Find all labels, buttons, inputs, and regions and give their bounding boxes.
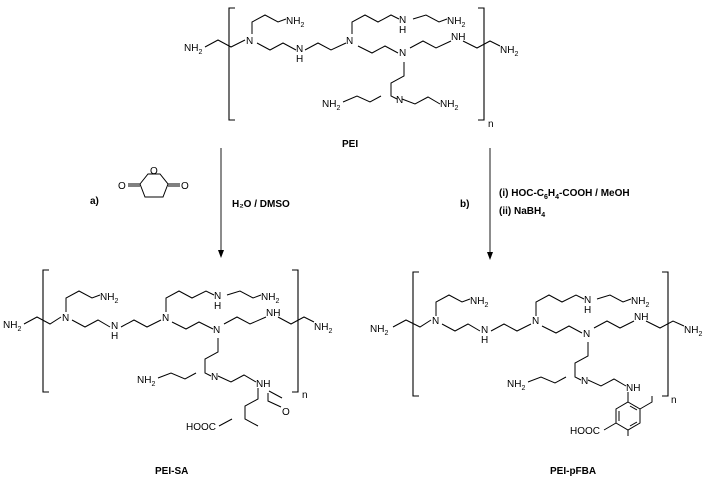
pei-sa-structure: NH2 N NH2 N H N N H NH2 N NH NH2 NH2 N N…: [3, 269, 332, 477]
pei-sa-n-4: N: [214, 291, 221, 302]
pei-sa-amide-nh: NH: [256, 379, 270, 390]
pei-nh2-right: NH2: [500, 45, 518, 58]
pei-sa-nh2-branch-2: NH2: [261, 292, 279, 305]
pei-pfba-nh2-right: NH2: [684, 325, 702, 338]
pei-n-1: N: [246, 36, 253, 47]
pei-left-bracket: [228, 7, 235, 121]
route-b-step-2: (ii) NaBH4: [499, 206, 545, 219]
pei-pfba-h-2: H: [481, 335, 488, 346]
pei-pfba-n-6: NH: [634, 312, 648, 323]
pei-pfba-repeat-n: n: [671, 395, 677, 406]
pei-sa-n-1: N: [62, 313, 69, 324]
pei-pfba-n-2: N: [481, 325, 488, 336]
pei-pfba-n-4: N: [584, 295, 591, 306]
route-b-label: b): [460, 199, 469, 210]
anhydride-o-right: O: [181, 181, 189, 192]
pei-pfba-structure: NH2 N NH2 N H N N H NH2 N NH NH2 NH2 N N…: [370, 271, 702, 477]
pei-sa-nh2-left: NH2: [3, 320, 21, 333]
pei-n-4: N: [399, 15, 406, 26]
pei-pfba-n-5: N: [583, 329, 590, 340]
route-b: b) (i) HOC-C6H4-COOH / MeOH (ii) NaBH4: [460, 188, 630, 219]
pei-sa-right-bracket: [292, 269, 299, 393]
pei-sa-repeat-n: n: [302, 390, 308, 401]
pei-sa-n-2: N: [111, 321, 118, 332]
pei-n-6: NH: [451, 32, 465, 43]
pei-n-3: N: [346, 36, 353, 47]
pei-sa-h-2: H: [111, 331, 118, 342]
reaction-arrows: [218, 148, 493, 260]
pei-right-bracket: [478, 7, 485, 121]
pei-pfba-n-1: N: [432, 316, 439, 327]
pei-sa-n-5: N: [213, 325, 220, 336]
pei-nh2-branch-2: NH2: [447, 16, 465, 29]
pei-sa-nh2-right: NH2: [314, 322, 332, 335]
pei-h-4: H: [399, 25, 406, 36]
route-b-step-1: (i) HOC-C6H4-COOH / MeOH: [499, 188, 630, 201]
pei-sa-nh2-branch-1: NH2: [100, 292, 118, 305]
pei-pfba-amine-nh: NH: [626, 383, 640, 394]
pei-nh2-branch-1: NH2: [286, 16, 304, 29]
pei-title: PEI: [342, 139, 358, 150]
succinic-anhydride: O O O: [118, 166, 189, 198]
pei-pfba-nh2-left: NH2: [370, 324, 388, 337]
pei-sa-n-3: N: [162, 313, 169, 324]
pei-repeat-n: n: [488, 119, 494, 130]
pei-sa-n-6: NH: [266, 308, 280, 319]
pei-sa-title: PEI-SA: [155, 466, 188, 477]
pei-structure: NH2 N NH2 N H N N H NH2 N NH NH2 NH2 N N…: [184, 7, 518, 150]
route-a: a) O O O H₂O / DMSO: [90, 166, 290, 210]
pei-nh2-lower-right: NH2: [440, 99, 458, 112]
pei-sa-h-4: H: [214, 301, 221, 312]
anhydride-o-left: O: [118, 181, 126, 192]
pei-sa-nh2-lower: NH2: [137, 375, 155, 388]
anhydride-o-ring: O: [150, 166, 158, 177]
pei-pfba-n-3: N: [532, 316, 539, 327]
pei-pfba-nh2-branch-2: NH2: [631, 296, 649, 309]
pei-h-2: H: [296, 54, 303, 65]
pei-pfba-left-bracket: [412, 271, 419, 397]
pei-pfba-nh2-branch-1: NH2: [470, 296, 488, 309]
pei-sa-amide-o: O: [282, 407, 290, 418]
route-a-label: a): [90, 196, 99, 207]
pei-sa-hooc: HOOC: [186, 422, 216, 433]
pei-n-2: N: [296, 44, 303, 55]
pei-pfba-nh2-lower: NH2: [507, 379, 525, 392]
pei-pfba-title: PEI-pFBA: [550, 466, 596, 477]
pei-nh2-left: NH2: [184, 43, 202, 56]
pei-pfba-h-4: H: [584, 305, 591, 316]
pei-pfba-hooc: HOOC: [570, 426, 600, 437]
pei-sa-n-7: N: [211, 372, 218, 383]
route-a-conditions: H₂O / DMSO: [232, 199, 290, 210]
pei-nh2-lower-left: NH2: [322, 99, 340, 112]
pei-n-7: N: [396, 95, 403, 106]
pei-pfba-right-bracket: [662, 271, 669, 397]
pei-sa-left-bracket: [42, 269, 49, 393]
pei-n-5: N: [399, 48, 406, 59]
pei-pfba-n-7: N: [581, 376, 588, 387]
